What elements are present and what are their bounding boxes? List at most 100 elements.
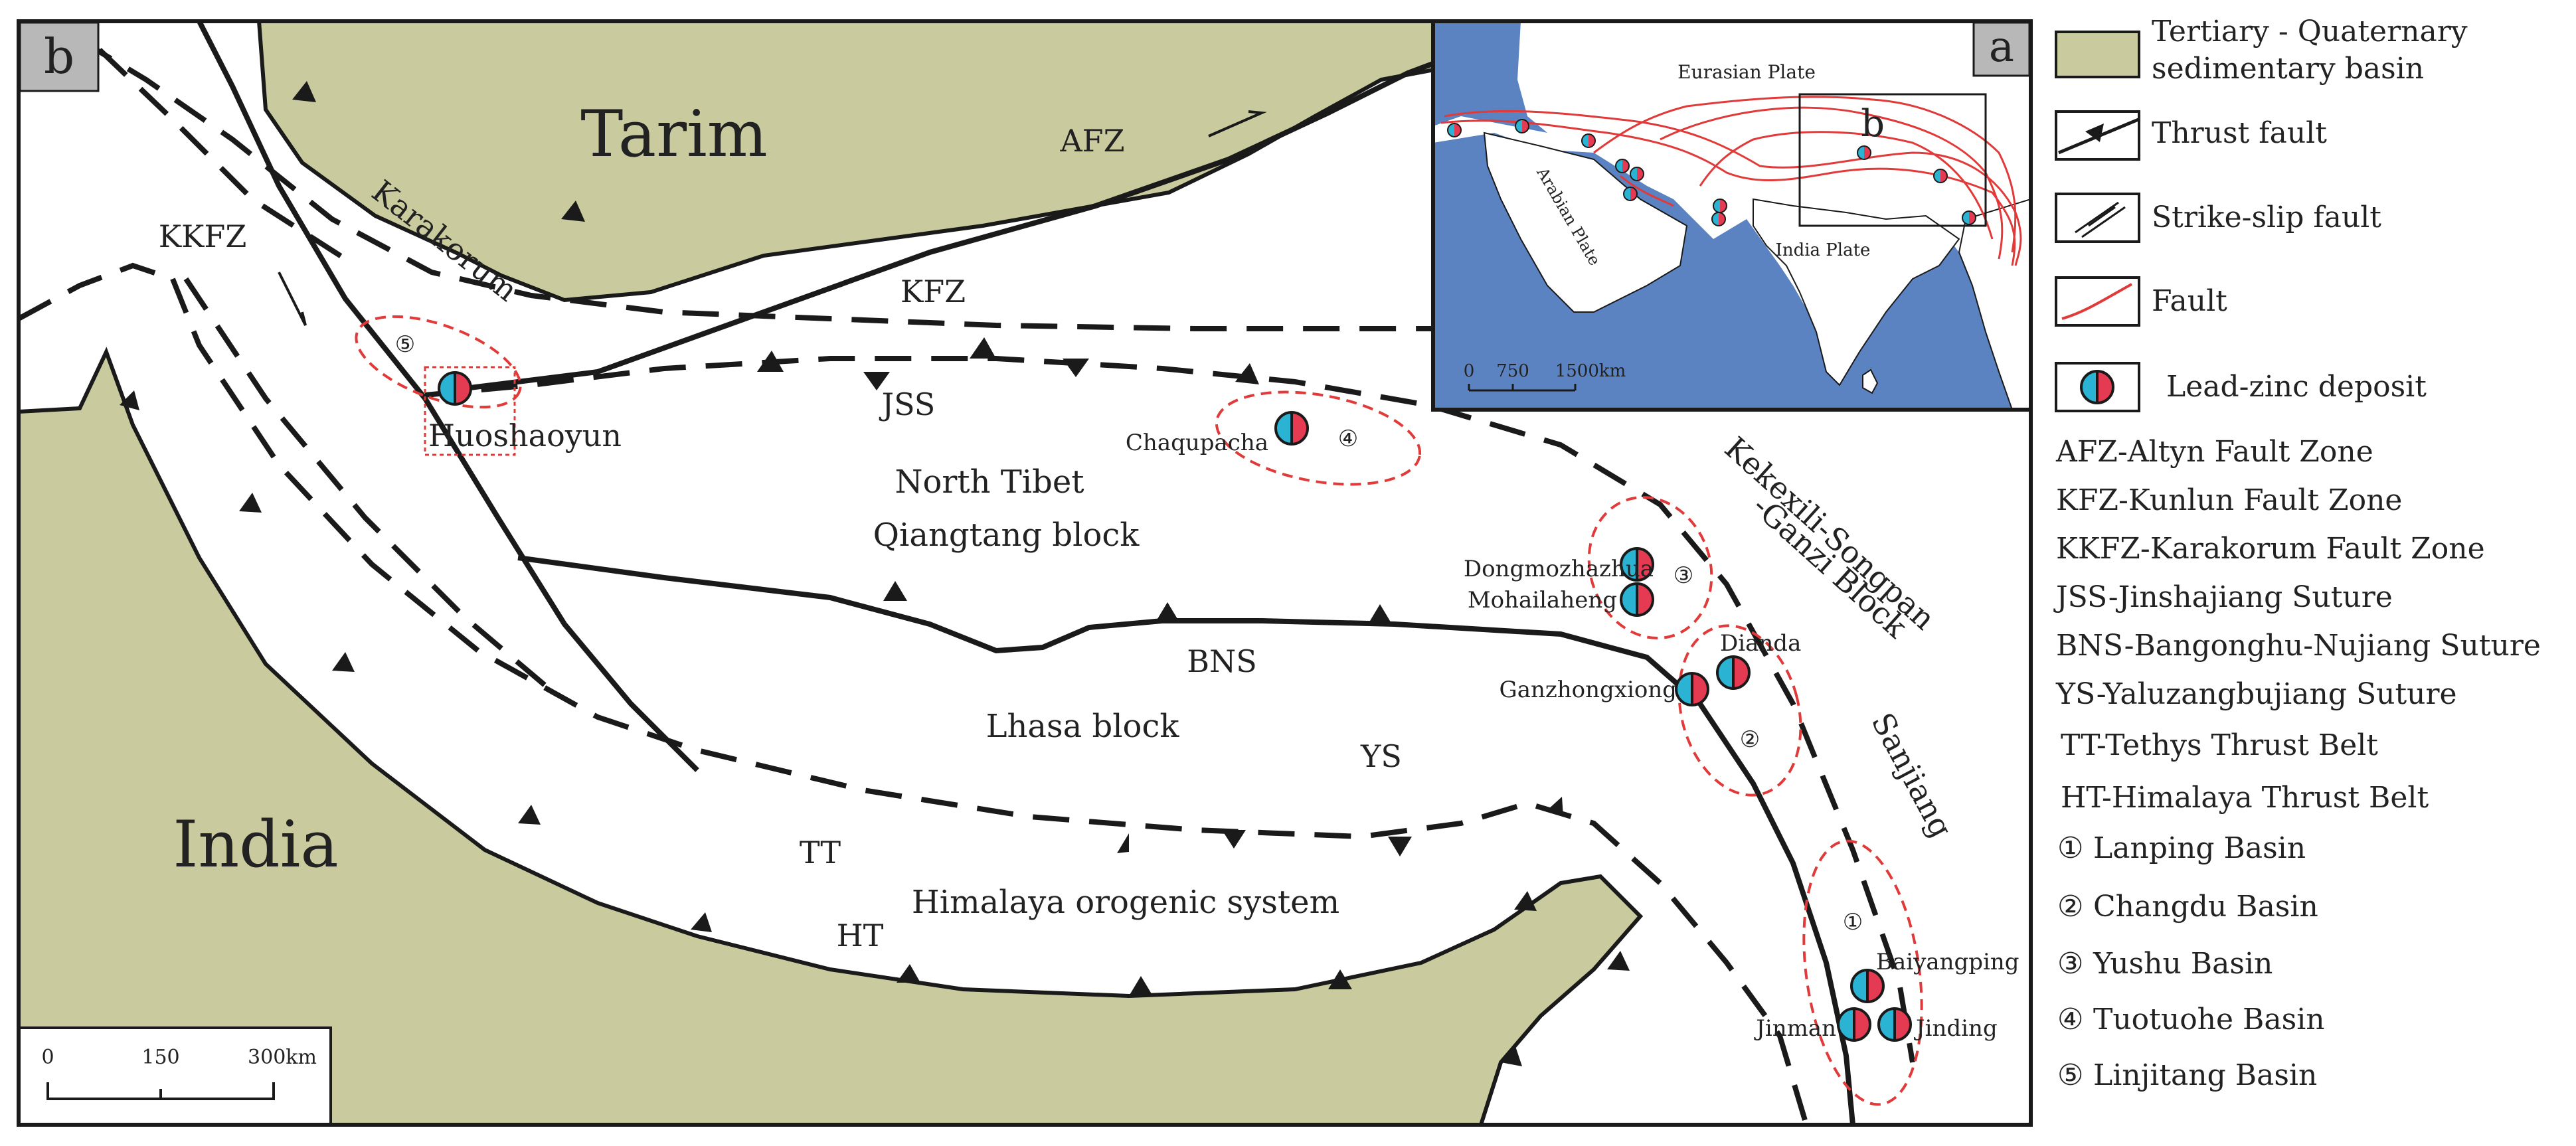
deposit-huoshaoyun [438,371,472,406]
scale-b-tick-0: 0 [41,1046,54,1069]
basin-2-outline [1677,624,1802,797]
basin-4-number: ④ [1338,426,1358,452]
tt-thrust-line [19,262,174,321]
abbr-ys: YS-Yaluzangbujiang Suture [2055,677,2457,711]
label-dianda: Dianda [1720,630,1801,657]
legend-deposit-label: Lead-zinc deposit [2166,370,2427,404]
label-jss: JSS [879,386,936,422]
label-tt: TT [800,835,841,870]
afz-fault-line [438,60,1436,394]
inset-box-label: b [1861,102,1885,145]
jss-suture-line [424,356,1915,1063]
label-india-plate: India Plate [1776,240,1871,260]
strike-slip-arrows [278,110,1267,326]
legend-strike-slip-label: Strike-slip fault [2152,201,2381,234]
legend-thrust-label: Thrust fault [2152,116,2327,150]
basin-3-number: ③ [1674,562,1693,589]
label-india: India [173,807,338,882]
basin-3-num: ③ [2057,947,2083,981]
strike-slip-fault-icon [2055,193,2140,243]
label-tarim: Tarim [580,97,767,171]
label-ys: YS [1360,738,1402,774]
basin-swatch-icon [2055,31,2140,78]
sri-lanka [1862,368,1879,394]
kfz-fault-line [78,37,1434,331]
basin-1-name: Lanping Basin [2093,831,2306,865]
indian-subcontinent [1753,198,1960,386]
deposit-dianda [1716,655,1751,690]
label-ht: HT [837,918,884,953]
label-eurasian-plate: Eurasian Plate [1677,61,1816,83]
thrust-fault-icon [2055,110,2140,161]
abbr-jss: JSS-Jinshajiang Suture [2053,580,2393,614]
label-bns: BNS [1187,643,1257,679]
label-baiyangping: Baiyangping [1876,949,2019,975]
label-jinman: Jinman [1754,1015,1836,1042]
legend-basins: ① Lanping Basin ② Changdu Basin ③ Yushu … [2057,831,2325,1092]
panel-b-scale-bar: 0 150 300km [19,1026,332,1125]
basin-3-name: Yushu Basin [2093,947,2273,981]
label-dongmozhazhua: Dongmozhazhua [1464,556,1654,582]
arabian-peninsula [1483,131,1688,313]
scale-a-tick-1500: 1500km [1555,361,1626,381]
scale-b-tick-150: 150 [141,1046,179,1069]
label-huoshaoyun: Huoshaoyun [428,418,622,453]
abbr-kkfz: KKFZ-Karakorum Fault Zone [2056,532,2485,566]
legend: Tertiary - Quaternary sedimentary basin … [2053,15,2541,1092]
abbr-kfz: KFZ-Kunlun Fault Zone [2056,483,2402,517]
abbr-ht: HT-Himalaya Thrust Belt [2061,781,2429,815]
basin-4-outline [1215,390,1422,486]
label-mohailaheng: Mohailaheng [1468,587,1617,614]
fault-labels: AFZ KKFZ KFZ JSS BNS YS TT HT [159,123,1402,953]
deposit-jinding [1877,1007,1912,1042]
ys-suture-line [170,278,1809,1125]
abbr-tt: TT-Tethys Thrust Belt [2061,728,2378,762]
basin-5-number: ⑤ [395,331,415,358]
basin-1-number: ① [1843,909,1863,936]
label-lhasa: Lhasa block [986,708,1180,745]
panel-b-frame [17,19,2033,1127]
deposit-mohailaheng [1620,582,1654,617]
deposit-chaqupacha [1274,411,1309,446]
scale-a-tick-750: 750 [1496,361,1529,381]
basin-4-name: Tuotuohe Basin [2093,1003,2325,1036]
ocean-area [1433,21,1547,133]
basin-5-num: ⑤ [2057,1058,2083,1092]
west-dashed-line [183,277,553,693]
basin-3-outline [1587,495,1713,640]
label-himalaya: Himalaya orogenic system [912,884,1339,921]
legend-basin-line2: sedimentary basin [2152,52,2424,86]
label-chaqupacha: Chaqupacha [1126,430,1268,456]
deposit-labels: Huoshaoyun Chaqupacha Dongmozhazhua Moha… [428,418,2019,1042]
label-ganzhongxiong: Ganzhongxiong [1500,677,1677,703]
deposit-jinman [1837,1007,1871,1042]
legend-abbreviations: AFZ-Altyn Fault Zone KFZ-Kunlun Fault Zo… [2053,435,2541,815]
inset-location-box [1798,93,1987,227]
scale-a-tick-0: 0 [1464,361,1475,381]
panel-a-label: a [1989,23,2014,72]
basin-4-num: ④ [2057,1003,2083,1036]
label-afz: AFZ [1059,123,1124,159]
label-jinding: Jinding [1914,1015,1998,1042]
basin-5-name: Linjitang Basin [2093,1058,2317,1092]
basin-1-outline [1802,839,1923,1106]
label-kkfz: KKFZ [159,218,247,254]
basin-5-outline [355,315,522,409]
deposit-ganzhongxiong [1675,672,1709,706]
basin-1-num: ① [2057,831,2083,865]
basin-2-num: ② [2057,890,2083,924]
huoshaoyun-highlight-box [424,366,516,456]
inset-faults [1440,96,2022,266]
label-kfz: KFZ [901,274,966,309]
inset-scale-bar [1468,384,1577,392]
dashed-faults [19,37,1915,1125]
fault-line-icon [2055,276,2140,327]
abbr-afz: AFZ-Altyn Fault Zone [2055,435,2373,469]
label-qiangtang: Qiangtang block [873,517,1140,554]
legend-basin-line1: Tertiary - Quaternary [2152,15,2468,48]
panel-b-label: b [44,29,74,84]
basin-outlines [355,315,1923,1106]
thrust-teeth [120,81,1950,1066]
panel-a-tag [1972,21,2031,77]
